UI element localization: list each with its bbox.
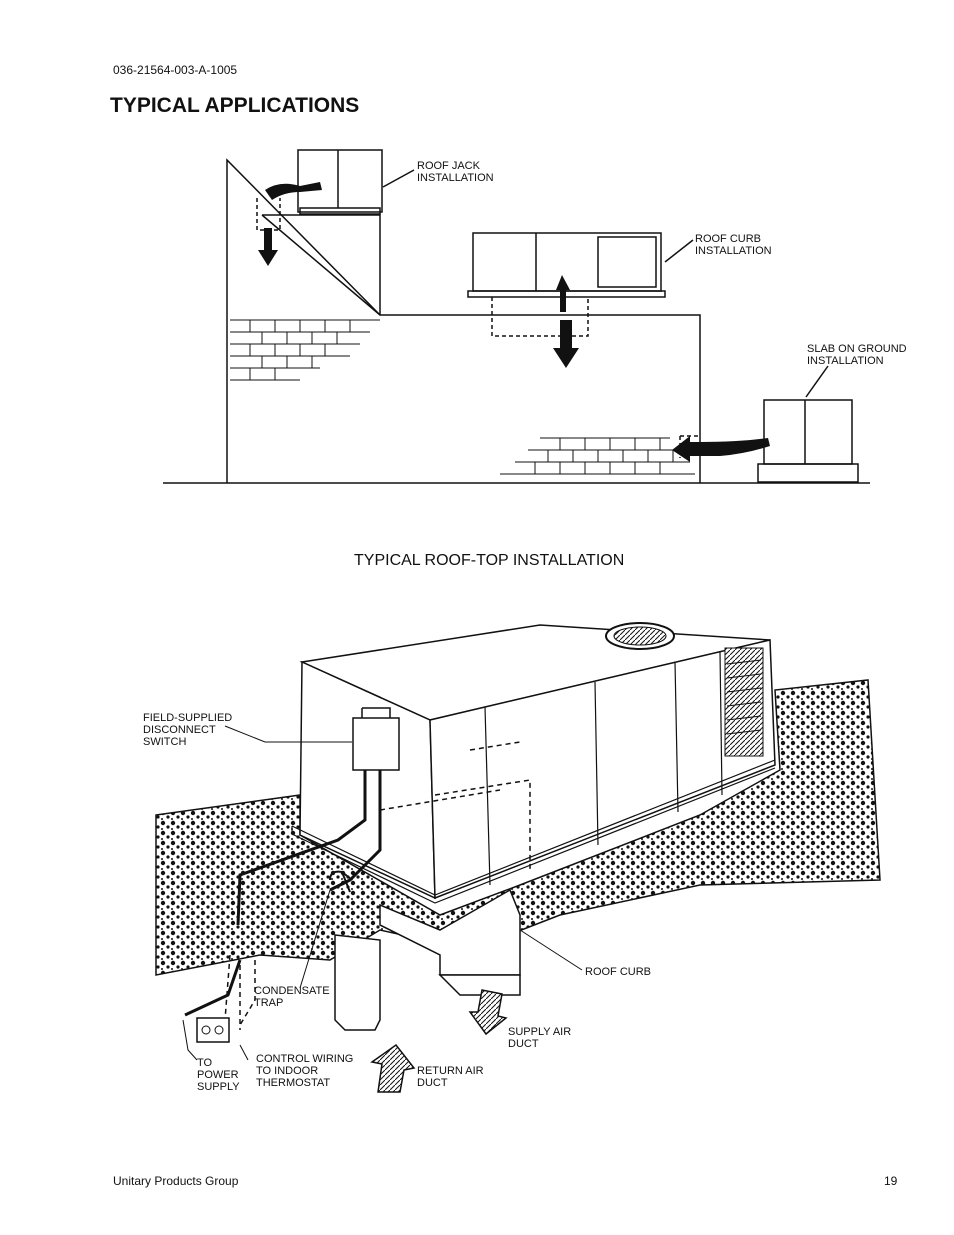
installation-types-illustration (163, 149, 870, 484)
supply-duct (438, 974, 521, 996)
roof-jack-unit (297, 149, 383, 213)
page-title: TYPICAL APPLICATIONS (110, 94, 360, 117)
unit-front (429, 639, 776, 900)
document-number: 036-21564-003-A-1005 (113, 63, 238, 77)
roof-curb-label: ROOF CURB (585, 966, 651, 978)
rooftop-figure-title: TYPICAL ROOF-TOP INSTALLATION (354, 552, 625, 569)
roof-curb-supply-arrow (556, 275, 570, 312)
return-air-duct-label: RETURN AIR DUCT (417, 1065, 484, 1089)
disconnect-leader (224, 725, 352, 743)
supply-air-duct-label: SUPPLY AIR DUCT (508, 1026, 572, 1050)
power-conduit (236, 770, 367, 926)
condensate-trap (329, 870, 353, 893)
slab (757, 463, 859, 483)
footer-company: Unitary Products Group (113, 1174, 239, 1188)
disconnect-switch (352, 717, 400, 771)
supply-air-arrow (468, 989, 508, 1036)
roof-jack-label: ROOF JACK INSTALLATION (417, 160, 494, 184)
roof-jack-airflow-arrow (258, 228, 278, 266)
roof-curb-return-arrow (553, 320, 579, 368)
control-wiring-label: CONTROL WIRING TO INDOOR THERMOSTAT (256, 1053, 354, 1089)
return-air-arrow (370, 1043, 416, 1093)
return-duct (334, 934, 381, 1031)
condensate-trap-label: CONDENSATE TRAP (254, 985, 330, 1009)
gravel-roof (155, 679, 881, 976)
disconnect-switch-label: FIELD-SUPPLIED DISCONNECT SWITCH (143, 712, 233, 748)
slab-airflow-arrow (672, 436, 770, 462)
roof-curb-installation-label: ROOF CURB INSTALLATION (695, 233, 772, 257)
power-supply-label: TO POWER SUPPLY (197, 1057, 240, 1093)
roof-curb (467, 290, 666, 298)
condenser-louvers (724, 647, 764, 757)
page-number: 19 (884, 1174, 898, 1188)
slab-on-ground-label: SLAB ON GROUND INSTALLATION (807, 343, 907, 367)
